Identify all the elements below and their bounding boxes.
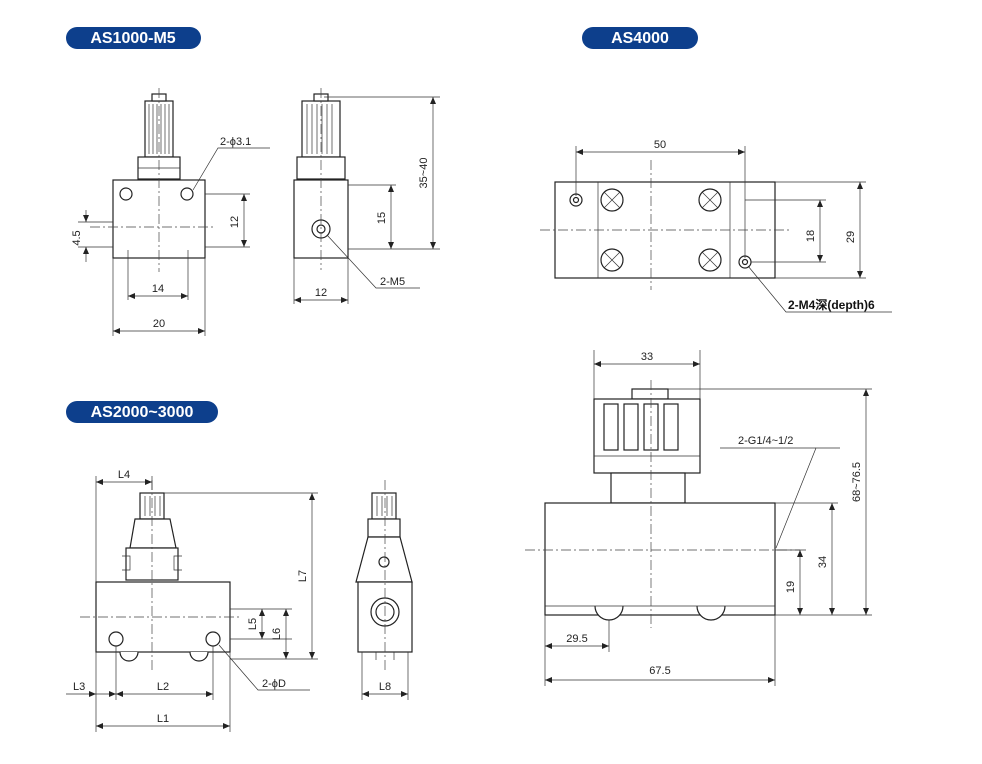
- as1000-mount-hole-left: [119, 187, 133, 201]
- as1000-dim-35-40: 35~40: [418, 158, 430, 189]
- as1000-dim-12a: 12: [229, 216, 241, 228]
- as2000-dim-L3: L3: [73, 681, 85, 693]
- as2000-side-view: L8: [355, 480, 413, 700]
- badge-as4000-bg: [582, 27, 698, 49]
- as1000-dim-15: 15: [376, 212, 388, 224]
- as2000-hole-dim: 2-ϕD: [262, 678, 286, 690]
- as4000-dim-33: 33: [641, 351, 653, 363]
- as2000-dim-L5: L5: [247, 618, 259, 630]
- as2000-dim-L4: L4: [118, 469, 130, 481]
- as2000-front-view: L4 L7 L5 L6 2-ϕD L3 L2 L1: [66, 469, 318, 732]
- as2000-hole-left: [108, 631, 124, 647]
- as1000-dim-12b: 12: [315, 287, 327, 299]
- as2000-dim-L6: L6: [271, 628, 283, 640]
- as2000-side-knob: [371, 492, 397, 520]
- as4000-top-view: 50 18 29 2-M4深(depth)6: [540, 139, 892, 313]
- as1000-front-view: 2-ϕ3.1 12 4.5 14 20: [71, 88, 270, 336]
- as4000-dim-34: 34: [817, 556, 829, 568]
- as1000-dim-4-5: 4.5: [71, 230, 83, 245]
- as4000-dim-68: 68~76.5: [851, 462, 863, 502]
- as4000-front-view: 33 2-G1/4~1/2 68~76.5 34 19 29.5 67.5: [525, 350, 872, 686]
- as2000-dim-L2: L2: [157, 681, 169, 693]
- as4000-dim-67-5: 67.5: [649, 665, 670, 677]
- as4000-dim-29-5: 29.5: [566, 633, 587, 645]
- as1000-dim-14: 14: [152, 283, 164, 295]
- as1000-mount-hole-right: [180, 187, 194, 201]
- badge-as2000: AS2000~3000: [66, 401, 218, 423]
- badge-as4000: AS4000: [582, 27, 698, 49]
- badge-as1000-bg: [66, 27, 201, 49]
- as2000-dim-L1: L1: [157, 713, 169, 725]
- as4000-dim-50: 50: [654, 139, 666, 151]
- as1000-dim-20: 20: [153, 318, 165, 330]
- as4000-mount-dim: 2-M4深(depth)6: [788, 297, 875, 312]
- as4000-dim-18: 18: [805, 230, 817, 242]
- badge-as2000-label: AS2000~3000: [91, 404, 194, 421]
- as4000-dim-29: 29: [845, 231, 857, 243]
- as1000-hole-dim: 2-ϕ3.1: [220, 136, 251, 148]
- as2000-dim-L8: L8: [379, 681, 391, 693]
- as1000-side-view: 35~40 15 12 2-M5: [293, 88, 440, 304]
- as4000-front-body: [544, 502, 776, 616]
- as4000-thread-dim: 2-G1/4~1/2: [738, 435, 793, 447]
- as2000-dim-L7: L7: [297, 570, 309, 582]
- badge-as4000-label: AS4000: [611, 30, 669, 47]
- as2000-hole-right: [205, 631, 221, 647]
- badge-as2000-bg: [66, 401, 218, 423]
- badge-as1000-label: AS1000-M5: [90, 30, 175, 47]
- as4000-dim-19: 19: [785, 581, 797, 593]
- badge-as1000: AS1000-M5: [66, 27, 201, 49]
- as1000-port-dim: 2-M5: [380, 276, 405, 288]
